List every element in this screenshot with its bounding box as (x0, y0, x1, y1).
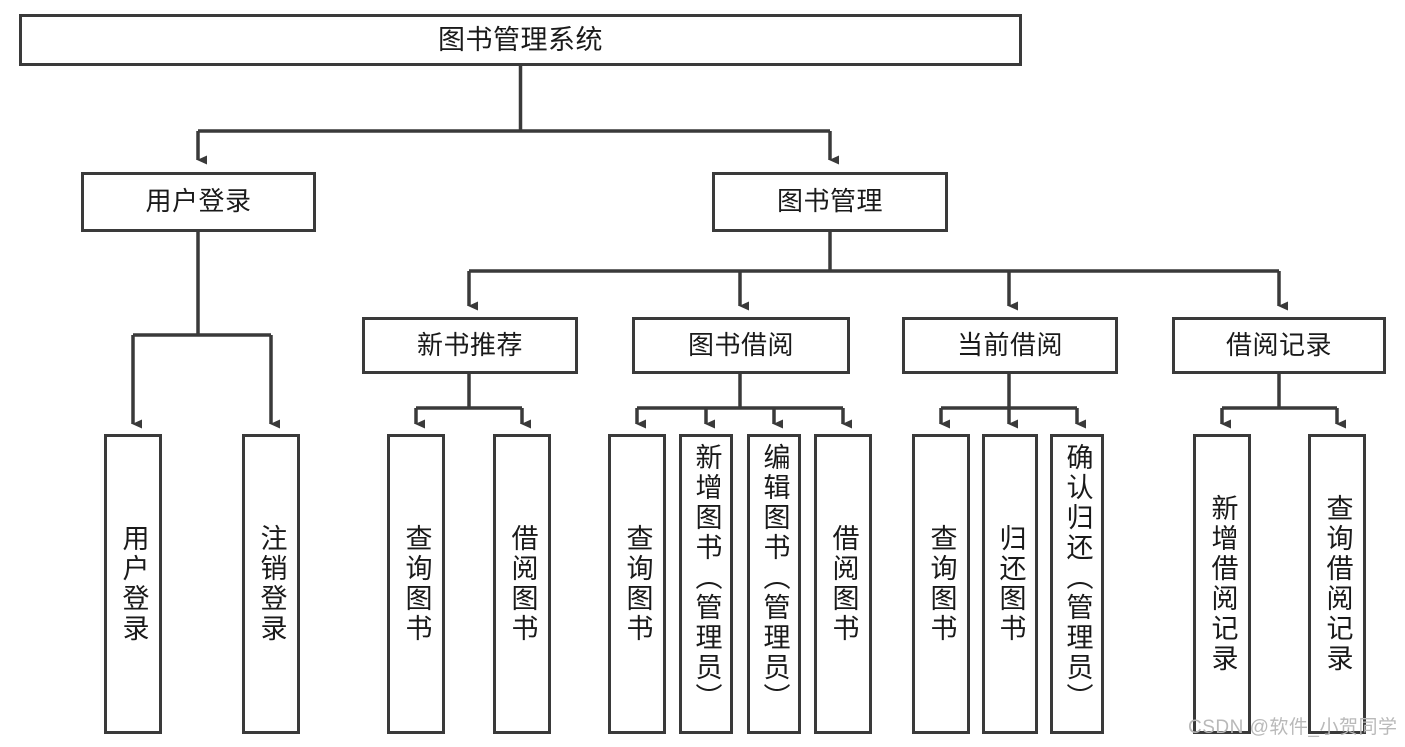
node-label: 新增图书（管理员） (691, 443, 722, 713)
node-label: 查询借阅记录 (1322, 494, 1353, 674)
node-label: 编辑图书（管理员） (759, 443, 790, 713)
leaf-edit-book-admin[interactable]: 编辑图书（管理员） (747, 434, 801, 734)
node-root-book-management-system[interactable]: 图书管理系统 (19, 14, 1022, 66)
leaf-query-borrow-record[interactable]: 查询借阅记录 (1308, 434, 1366, 734)
node-label: 查询图书 (926, 524, 957, 644)
node-label: 归还图书 (995, 524, 1026, 644)
leaf-borrow-book-recommend[interactable]: 借阅图书 (493, 434, 551, 734)
leaf-query-book-current[interactable]: 查询图书 (912, 434, 970, 734)
node-book-borrow[interactable]: 图书借阅 (632, 317, 850, 374)
node-label: 借阅记录 (1225, 329, 1332, 360)
leaf-return-book[interactable]: 归还图书 (982, 434, 1038, 734)
node-borrow-record[interactable]: 借阅记录 (1172, 317, 1386, 374)
leaf-query-book-recommend[interactable]: 查询图书 (387, 434, 445, 734)
node-current-borrow[interactable]: 当前借阅 (902, 317, 1118, 374)
node-label: 当前借阅 (956, 329, 1063, 360)
node-label: 新书推荐 (416, 329, 523, 360)
node-label: 用户登录 (118, 524, 149, 644)
node-label: 用户登录 (145, 186, 252, 217)
watermark: CSDN @软件_小贺同学 (1188, 717, 1398, 738)
leaf-user-login[interactable]: 用户登录 (104, 434, 162, 734)
node-label: 查询图书 (622, 524, 653, 644)
node-label: 查询图书 (401, 524, 432, 644)
leaf-logout[interactable]: 注销登录 (242, 434, 300, 734)
node-label: 图书借阅 (687, 329, 794, 360)
node-label: 注销登录 (256, 524, 287, 644)
leaf-borrow-book[interactable]: 借阅图书 (814, 434, 872, 734)
node-user-login[interactable]: 用户登录 (81, 172, 316, 232)
node-label: 图书管理系统 (438, 24, 603, 55)
node-label: 新增借阅记录 (1207, 494, 1238, 674)
node-book-management[interactable]: 图书管理 (712, 172, 948, 232)
node-label: 确认归还（管理员） (1062, 443, 1093, 713)
node-label: 借阅图书 (828, 524, 859, 644)
leaf-add-book-admin[interactable]: 新增图书（管理员） (679, 434, 733, 734)
node-label: 图书管理 (776, 186, 883, 217)
node-label: 借阅图书 (507, 524, 538, 644)
leaf-add-borrow-record[interactable]: 新增借阅记录 (1193, 434, 1251, 734)
leaf-confirm-return-admin[interactable]: 确认归还（管理员） (1050, 434, 1104, 734)
leaf-query-book-borrow[interactable]: 查询图书 (608, 434, 666, 734)
node-new-book-recommend[interactable]: 新书推荐 (362, 317, 578, 374)
